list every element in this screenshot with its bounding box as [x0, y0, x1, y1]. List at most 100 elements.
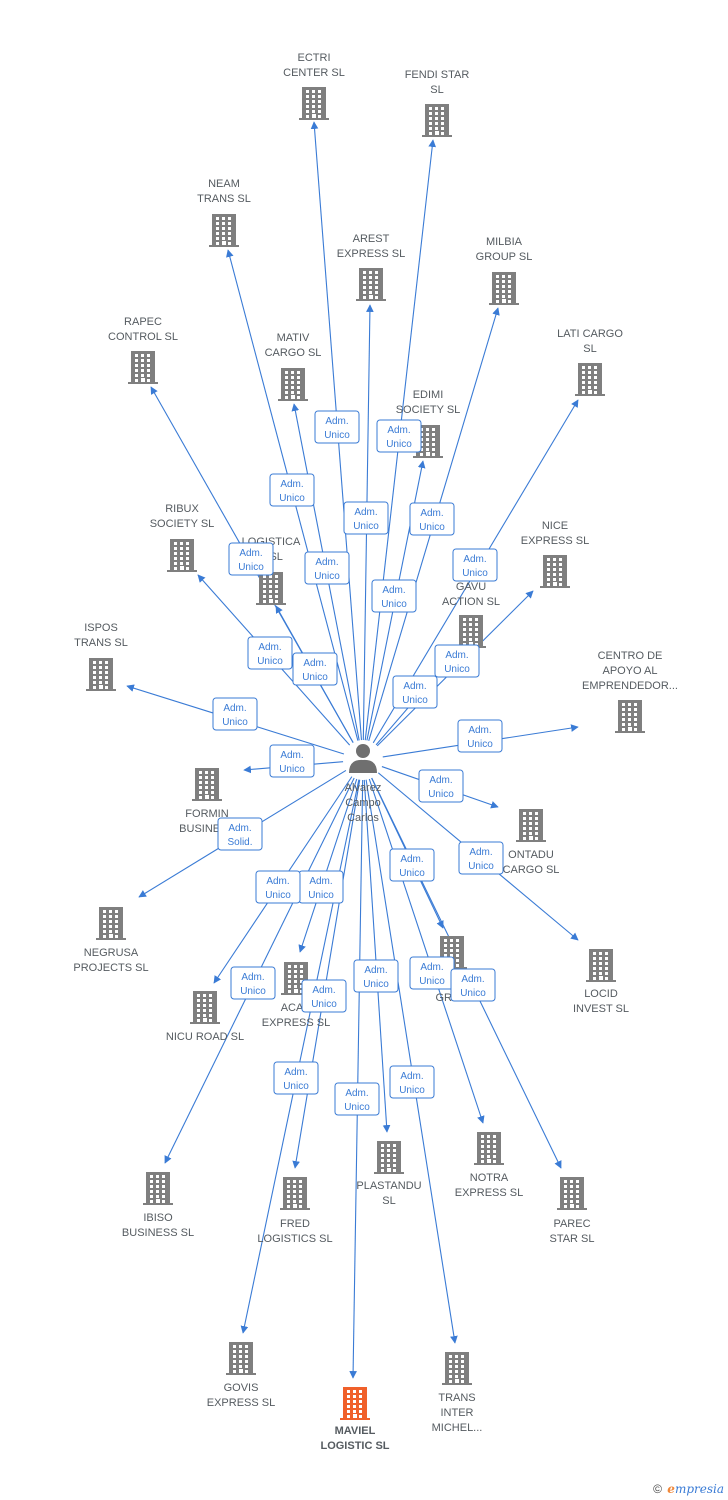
company-label-line: ONTADU — [508, 849, 554, 861]
company-label-line: EXPRESS SL — [337, 248, 405, 260]
role-badge-ibiso-business[interactable]: Adm.Unico — [230, 966, 276, 1000]
company-label-line: LATI CARGO — [557, 328, 623, 340]
company-label-line: TRANS SL — [74, 637, 128, 649]
role-badge-formin-business[interactable]: Adm.Unico — [269, 744, 315, 778]
company-label-line: MILBIA — [486, 236, 523, 248]
company-node-trans-inter-michel[interactable]: TRANSINTERMICHEL... — [432, 1352, 483, 1434]
company-label-line: SOCIETY SL — [150, 518, 215, 530]
role-text: Adm. — [420, 962, 443, 973]
role-badge-nice-express[interactable]: Adm. Unico — [434, 644, 480, 678]
role-badge-negrusa-projects[interactable]: Adm.Solid. — [217, 817, 263, 851]
role-text: Adm. — [228, 823, 251, 834]
role-text: Unico — [279, 764, 305, 775]
person-name-line: Carlos — [347, 812, 379, 824]
role-text: Adm. — [429, 775, 452, 786]
role-badge-acar-express[interactable]: Adm.Unico — [298, 870, 344, 904]
building-icon — [442, 1352, 472, 1385]
company-label-line: CENTER SL — [283, 67, 345, 79]
company-node-nicu-road[interactable]: NICU ROAD SL — [166, 991, 244, 1043]
role-text: Unico — [363, 979, 389, 990]
role-text: Unico — [314, 571, 340, 582]
building-icon — [86, 658, 116, 691]
role-badge-locid-invest[interactable]: Adm.Unico — [458, 841, 504, 875]
company-label-line: MATIV — [277, 332, 310, 344]
role-badge-fred-logistics[interactable]: Adm.Unico — [301, 979, 347, 1013]
role-badge-govis-express[interactable]: Adm.Unico — [273, 1061, 319, 1095]
role-text: Unico — [419, 976, 445, 987]
role-badge-plastandu[interactable]: Adm.Unico — [353, 959, 399, 993]
building-icon — [356, 268, 386, 301]
building-icon — [557, 1177, 587, 1210]
edge-govis-express — [240, 779, 360, 1334]
company-label-line: EXPRESS SL — [262, 1017, 330, 1029]
role-text: Adm. — [325, 416, 348, 427]
role-text: Adm. — [400, 854, 423, 865]
role-badge-rapec-control[interactable]: Adm.Unico — [228, 542, 274, 576]
company-label-line: EDIMI — [413, 389, 444, 401]
role-badge-grou[interactable]: Adm.Unico — [389, 848, 435, 882]
role-badge-nicu-road[interactable]: Adm.Unico — [255, 870, 301, 904]
edge-acar-express — [298, 778, 358, 953]
role-badge-ontadu-cargo[interactable]: Adm. Unico — [418, 769, 464, 803]
role-badge-parec-star[interactable]: Adm.Unico — [450, 968, 496, 1002]
role-badge-notra-express[interactable]: Adm. Unico — [409, 956, 455, 990]
role-text: Adm. — [445, 650, 468, 661]
building-icon — [299, 87, 329, 120]
role-badge-mativ-cargo[interactable]: Adm.Unico — [304, 551, 350, 585]
company-label-line: NICU ROAD SL — [166, 1031, 244, 1043]
company-label-line: APOYO AL — [602, 665, 657, 677]
company-label-line: PLASTANDU — [356, 1180, 421, 1192]
role-text: Unico — [386, 439, 412, 450]
role-text: Adm. — [258, 642, 281, 653]
role-text: Unico — [240, 986, 266, 997]
role-badge-ribux-society[interactable]: Adm.Unico — [247, 636, 293, 670]
brand-logo-e: e — [667, 1482, 675, 1496]
role-badge-ispos-trans[interactable]: Adm.Unico — [212, 697, 258, 731]
role-badge-neam-trans[interactable]: Adm.Unico — [269, 473, 315, 507]
role-text: Adm. — [312, 985, 335, 996]
building-icon — [340, 1387, 370, 1420]
role-badge-maviel-logistic[interactable]: Adm.Unico — [334, 1082, 380, 1116]
role-badge-arest-express[interactable]: Adm.Unico — [343, 501, 389, 535]
role-badge-milbia-group[interactable]: Adm.Unico — [409, 502, 455, 536]
role-badge-fendi-star[interactable]: Adm.Unico — [376, 419, 422, 453]
role-text: Adm. — [468, 725, 491, 736]
role-badge-trans-inter-michel[interactable]: Adm.Unico — [389, 1065, 435, 1099]
role-badge-ectri-center[interactable]: Adm.Unico — [314, 410, 360, 444]
role-text: Unico — [444, 664, 470, 675]
company-label-line: FORMIN — [185, 808, 228, 820]
role-badge-lati-cargo[interactable]: Adm.Unico — [452, 548, 498, 582]
role-badge-edimi-society[interactable]: Adm.Unico — [371, 579, 417, 613]
role-badge-gavu-action[interactable]: Adm.Unico — [392, 675, 438, 709]
building-icon — [586, 949, 616, 982]
role-text: Unico — [428, 789, 454, 800]
role-badge-centro-apoyo[interactable]: Adm.Unico — [457, 719, 503, 753]
role-badge-logistica[interactable]: Adm.Unico — [292, 652, 338, 686]
